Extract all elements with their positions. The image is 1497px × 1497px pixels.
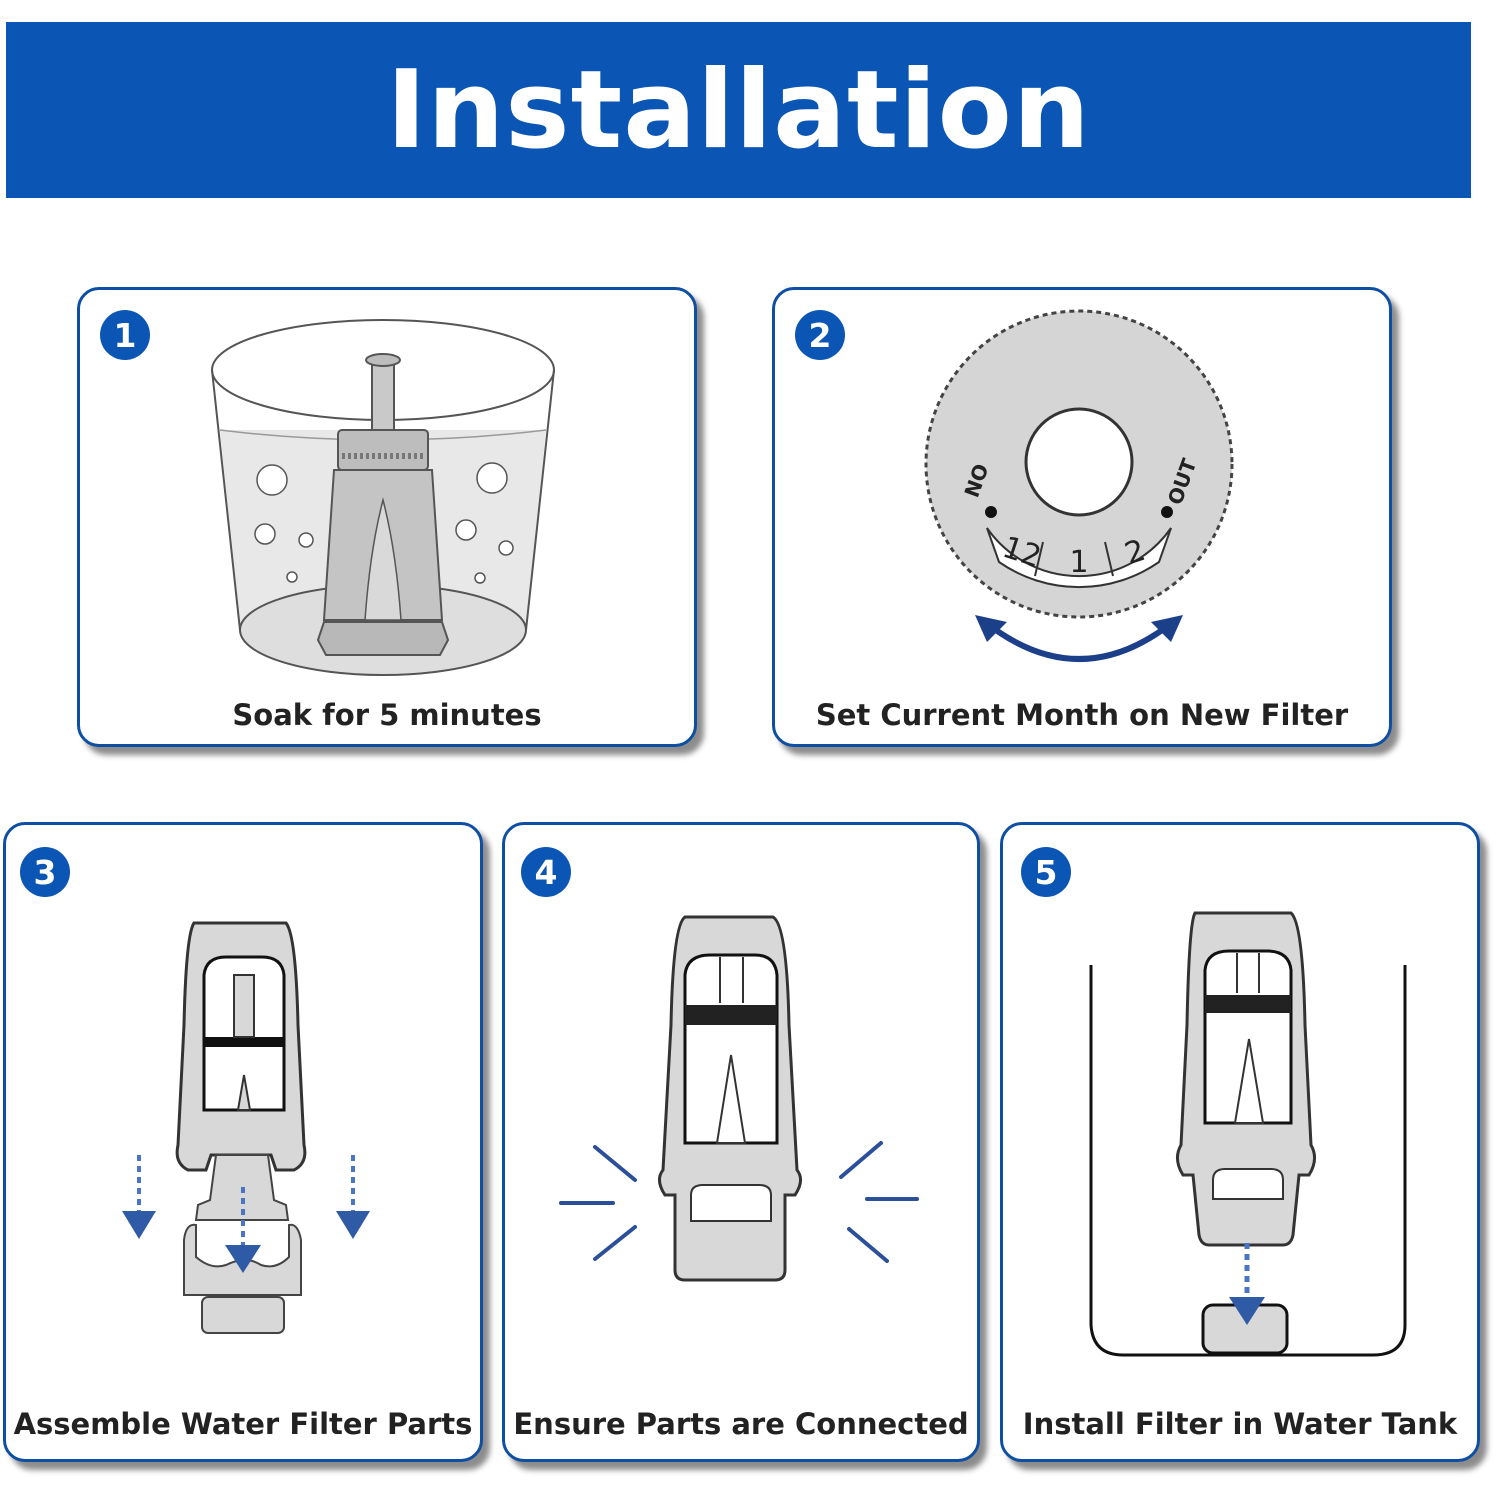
filter-housing-icon [175,921,307,1172]
filter-housing-icon [658,915,802,1282]
step-caption: Set Current Month on New Filter [815,698,1349,732]
down-arrow-icon [122,1155,156,1239]
step-number-badge: 3 [20,847,70,897]
filter-housing-icon [1176,911,1316,1247]
step-number-badge: 1 [100,310,150,360]
step-number-badge: 5 [1021,847,1071,897]
step-caption: Assemble Water Filter Parts [13,1407,473,1441]
header-banner: Installation [6,22,1471,198]
step-card-5: 5 Install Filter in Water Tank [1000,822,1480,1462]
bubbles-icon [254,462,514,584]
step-number-badge: 2 [795,310,845,360]
step-caption: Soak for 5 minutes [232,698,542,732]
step-card-2: 2 12 1 2 ON OUT Set Current Month on New… [772,287,1392,747]
water-tank-illustration [1089,911,1407,1357]
connected-parts-illustration [559,915,919,1282]
step-number-badge: 4 [521,847,571,897]
soaking-cup-illustration [211,319,555,676]
step-card-3: 3 Assemble Water Filter Parts [3,822,483,1462]
page-title: Installation [386,47,1091,173]
down-arrow-icon [1229,1243,1265,1325]
impact-lines-icon [559,1141,919,1263]
step-card-4: 4 Ensure Parts are Connected [502,822,980,1462]
filter-cartridge-icon [316,353,450,656]
down-arrow-icon [225,1187,261,1273]
step-card-1: 1 Soak [77,287,697,747]
gear-dial-icon [924,309,1234,619]
down-arrow-icon [336,1155,370,1239]
dial-month-label: 1 [1069,545,1088,580]
month-dial-illustration: 12 1 2 ON OUT [924,309,1234,662]
step-caption: Install Filter in Water Tank [1022,1407,1458,1441]
rotate-arrow-icon [975,615,1183,662]
assemble-parts-illustration [122,921,370,1334]
step-caption: Ensure Parts are Connected [513,1407,969,1441]
